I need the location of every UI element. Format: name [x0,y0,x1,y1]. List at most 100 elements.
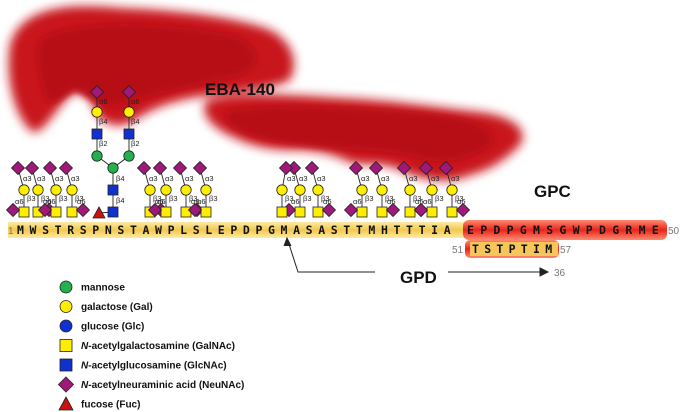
residue-letter: G [559,223,566,237]
neuac-residue [396,160,412,176]
mannose-icon [59,280,73,294]
galnac-residue [160,206,172,218]
linkage-label: α6 [191,197,200,206]
linkage-label: α3 [149,174,158,183]
residue-letter: P [507,223,514,237]
residue-letter: E [652,223,659,237]
residue-letter: P [509,242,516,256]
residue-letter: M [368,223,375,237]
residue-letter: P [92,223,99,237]
residue-letter: L [205,223,212,237]
linkage-label: α3 [361,174,370,183]
neuac-residue [121,84,137,100]
residue-letter: M [639,223,646,237]
legend-label: galactose (Gal) [81,302,153,313]
galactose-residue [144,184,156,196]
galactose-residue [32,184,44,196]
residue-letter: R [625,223,632,237]
neuac-residue [147,202,163,218]
linkage-label: α3 [37,174,46,183]
neuac-residue [172,160,188,176]
linkage-label: β4 [99,117,108,126]
linkage-label: α3 [55,174,64,183]
residue-letter: S [80,223,87,237]
seq-end-pos: 50 [668,226,680,237]
fucose-residue [92,206,106,219]
neuac-residue [385,202,401,218]
residue-letter: M [533,223,540,237]
linkage-label: β3 [285,194,294,203]
galactose-residue [404,184,416,196]
galnac-residue [426,206,438,218]
linkage-label: α6 [423,197,432,206]
linkage-label: α6 [197,197,206,206]
neuac-residue [278,160,294,176]
galnac-residue [404,206,416,218]
linkage-label: α6 [43,197,52,206]
linkage-label: α3 [317,174,326,183]
mannose-residue [107,162,119,174]
legend-label: fucose (Fuc) [81,400,140,411]
eba140-core [37,24,493,162]
legend-label: N-acetylglucosamine (GlcNAc) [81,361,227,372]
galnac-residue [18,206,30,218]
linkage-label: β3 [169,194,178,203]
residue-letter: T [496,242,503,256]
residue-letter: S [193,223,200,237]
galactose-residue [18,184,30,196]
linkage-label: β3 [385,194,394,203]
neuac-residue [152,160,168,176]
linkage-label: β3 [413,194,422,203]
neuac-residue [24,160,40,176]
galnac-residue [446,206,458,218]
residue-letter: R [67,223,74,237]
residue-letter: D [493,223,500,237]
eba140-label: EBA-140 [205,80,275,99]
residue-letter: S [546,223,553,237]
residue-letter: N [105,223,112,237]
residue-letter: P [586,223,593,237]
galnac-residue [66,206,78,218]
neuac-residue [418,160,434,176]
neuac-residue [42,160,58,176]
residue-letter: G [520,223,527,237]
legend-label: glucose (Glc) [81,322,144,333]
neuac-residue [187,202,203,218]
linkage-label: β3 [59,194,68,203]
galactose-residue [426,184,438,196]
linkage-label: α3 [287,174,296,183]
linkage-label: α3 [23,174,32,183]
residue-letter: E [467,223,474,237]
residue-letter: P [230,223,237,237]
residue-letter: P [255,223,262,237]
residue-letter: S [42,223,49,237]
neuac-residue [321,202,337,218]
linkage-label: β3 [303,194,312,203]
residue-letter: D [243,223,250,237]
neuac-residue [304,160,320,176]
linkage-label: α3 [165,174,174,183]
residue-letter: I [533,242,540,256]
residue-letter: T [55,223,62,237]
linkage-label: β3 [455,194,464,203]
residue-letter: W [155,223,162,237]
galactose-residue [376,184,388,196]
linkage-label: β3 [41,194,50,203]
galactose-residue [276,184,288,196]
galactose-residue [312,184,324,196]
yellow-sequence-band [8,222,468,238]
residue-letter: I [431,223,438,237]
galactose-residue [50,184,62,196]
residue-letter: W [573,223,580,237]
lower-start-pos: 51 [452,245,464,256]
neuac-residue [37,202,53,218]
lower-end-pos: 57 [560,245,572,256]
residue-letter: T [343,223,350,237]
galactose-residue [446,184,458,196]
